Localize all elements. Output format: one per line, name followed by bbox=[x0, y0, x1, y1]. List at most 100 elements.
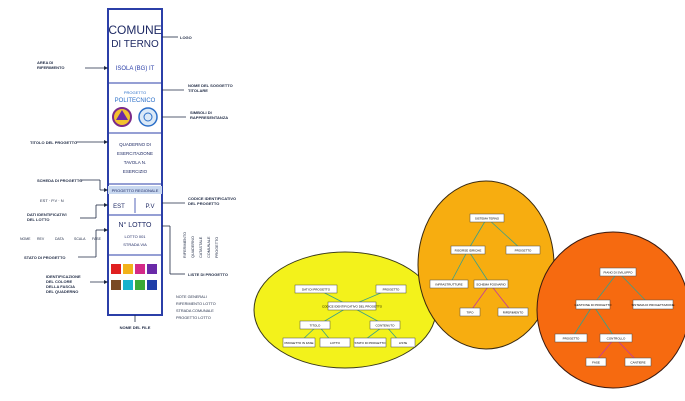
emblem-right-inner bbox=[143, 112, 153, 122]
right-list-2: QUADERNO bbox=[191, 236, 195, 258]
bubble-orange: SISTEMA TERNO RISORSE IDRICHE PROGETTO I… bbox=[417, 180, 555, 350]
svg-text:FASE: FASE bbox=[92, 237, 102, 241]
svg-text:DATI DI PROGETTO: DATI DI PROGETTO bbox=[302, 288, 331, 292]
footnote-3: STRADA COMUNALE bbox=[176, 309, 214, 313]
poster-band bbox=[108, 186, 162, 194]
poster-section2-title: POLITECNICO bbox=[115, 98, 156, 104]
svg-text:NOME: NOME bbox=[20, 237, 31, 241]
annotation-project-title: TITOLO DEL PROGETTO bbox=[30, 140, 77, 145]
annotation-small-marks: EST · P.V · N bbox=[40, 198, 64, 203]
node-red-7 bbox=[624, 357, 652, 367]
node-red-5 bbox=[599, 333, 633, 343]
footnote-1: NOTE GENERALI bbox=[176, 295, 207, 299]
bubble-diagrams: DATI DI PROGETTO PROGETTO CODICE IDENTIF… bbox=[253, 180, 685, 389]
swatch-5 bbox=[111, 280, 121, 290]
node-orange-1 bbox=[469, 213, 505, 223]
poster-subtitle: ISOLA (BG) IT bbox=[116, 66, 155, 72]
annotation-project-sheet: SCHEDA DI PROGETTO bbox=[37, 178, 82, 183]
svg-text:PIANO DI SVILUPPO: PIANO DI SVILUPPO bbox=[603, 271, 633, 275]
poster-section3-line1: QUADERNO DI bbox=[119, 142, 151, 147]
node-yellow-9 bbox=[390, 337, 416, 348]
bubble-orange-shape bbox=[417, 180, 555, 350]
bubble-red: PIANO DI SVILUPPO GESTIONE DI PROGETTO S… bbox=[536, 231, 685, 389]
leader-arrows bbox=[104, 66, 108, 284]
poster-lot-line1: LOTTO 001 bbox=[124, 234, 146, 239]
annotation-tiny-cols: NOME REV DATA SCALA FASE bbox=[20, 237, 102, 241]
node-red-6 bbox=[585, 357, 607, 367]
footnote-2: RIFERIMENTO LOTTO bbox=[176, 302, 216, 306]
swatch-3 bbox=[135, 264, 145, 274]
svg-text:CANTIERE: CANTIERE bbox=[630, 361, 645, 365]
svg-text:SISTEMA TERNO: SISTEMA TERNO bbox=[475, 217, 500, 221]
annotation-lists: LISTE DI PROGETTO bbox=[188, 272, 228, 277]
svg-text:FASE: FASE bbox=[592, 361, 600, 365]
svg-text:TIPO: TIPO bbox=[466, 311, 474, 315]
svg-text:LISTE: LISTE bbox=[399, 341, 407, 345]
bubble-yellow: DATI DI PROGETTO PROGETTO CODICE IDENTIF… bbox=[253, 251, 437, 369]
poster-footnotes: NOTE GENERALI RIFERIMENTO LOTTO STRADA C… bbox=[176, 295, 216, 320]
svg-text:DATA: DATA bbox=[55, 237, 64, 241]
node-yellow-4 bbox=[299, 320, 331, 330]
svg-text:PROGETTO IN FASE: PROGETTO IN FASE bbox=[284, 341, 313, 345]
node-orange-7 bbox=[497, 307, 529, 317]
svg-text:SCALA: SCALA bbox=[74, 237, 86, 241]
poster-band-label: PROGETTO REGIONALE bbox=[112, 188, 159, 193]
swatch-8 bbox=[147, 280, 157, 290]
poster-code-right: P.V bbox=[146, 204, 155, 210]
leader-lines bbox=[76, 36, 186, 322]
node-yellow-2 bbox=[375, 284, 407, 294]
poster-diagram: COMUNE DI TERNO ISOLA (BG) IT PROGETTO P… bbox=[20, 8, 236, 330]
svg-text:PROGETTO: PROGETTO bbox=[383, 288, 400, 292]
node-orange-2 bbox=[450, 245, 486, 255]
node-orange-6 bbox=[459, 307, 481, 317]
node-orange-4 bbox=[429, 279, 469, 289]
poster-section3-line3: TAVOLA N. bbox=[124, 160, 147, 165]
svg-text:PROGETTO: PROGETTO bbox=[563, 337, 580, 341]
right-list-1: RIFERIMENTO bbox=[183, 232, 187, 258]
svg-text:SCHEMA FOGNARIO: SCHEMA FOGNARIO bbox=[476, 283, 506, 287]
swatch-7 bbox=[135, 280, 145, 290]
right-list-4: COMUNALE bbox=[207, 236, 211, 258]
footnote-4: PROGETTO LOTTO bbox=[176, 316, 211, 320]
svg-text:RISORSE IDRICHE: RISORSE IDRICHE bbox=[455, 249, 482, 253]
svg-text:STATO DI PROGETTO: STATO DI PROGETTO bbox=[355, 341, 387, 345]
poster-code-left: EST bbox=[113, 204, 125, 210]
poster-section3-line2: ESERCITAZIONE bbox=[117, 151, 153, 156]
svg-text:RIFERIMENTO: RIFERIMENTO bbox=[503, 311, 524, 315]
svg-text:TITOLO: TITOLO bbox=[310, 324, 321, 328]
node-orange-3 bbox=[505, 245, 541, 255]
svg-text:PROGETTO: PROGETTO bbox=[515, 249, 532, 253]
swatch-6 bbox=[123, 280, 133, 290]
swatch-1 bbox=[111, 264, 121, 274]
svg-text:GESTIONE DI PROGETTO: GESTIONE DI PROGETTO bbox=[575, 303, 613, 307]
emblem-right bbox=[138, 107, 158, 127]
poster-title-1: COMUNE bbox=[108, 23, 161, 37]
node-orange-5 bbox=[473, 279, 509, 289]
annotation-logo: LOGO bbox=[180, 35, 192, 40]
node-yellow-3 bbox=[327, 301, 377, 311]
svg-text:CONTENUTO: CONTENUTO bbox=[376, 324, 396, 328]
node-red-3 bbox=[632, 299, 674, 310]
svg-text:SISTEMA DI PROGETTAZIONE: SISTEMA DI PROGETTAZIONE bbox=[631, 303, 674, 307]
svg-text:LOTTO: LOTTO bbox=[330, 341, 341, 345]
poster-lot-line2: STRADA VIA bbox=[123, 242, 147, 247]
annotation-filename: NOME DEL FILE bbox=[120, 325, 151, 330]
bubble-red-shape bbox=[536, 231, 685, 389]
node-red-4 bbox=[554, 333, 588, 343]
poster-section3-line4: ESERCIZIO bbox=[123, 169, 148, 174]
annotation-project-state: STATO DI PROGETTO bbox=[24, 255, 65, 260]
right-list-3: CATASTALE bbox=[199, 236, 203, 258]
poster-right-list: RIFERIMENTO QUADERNO CATASTALE COMUNALE … bbox=[183, 232, 219, 258]
svg-text:INFRASTRUTTURE: INFRASTRUTTURE bbox=[435, 283, 462, 287]
svg-text:REV: REV bbox=[37, 237, 45, 241]
swatch-2 bbox=[123, 264, 133, 274]
node-red-2 bbox=[575, 299, 611, 310]
node-yellow-6 bbox=[282, 337, 316, 348]
node-yellow-1 bbox=[294, 284, 338, 294]
